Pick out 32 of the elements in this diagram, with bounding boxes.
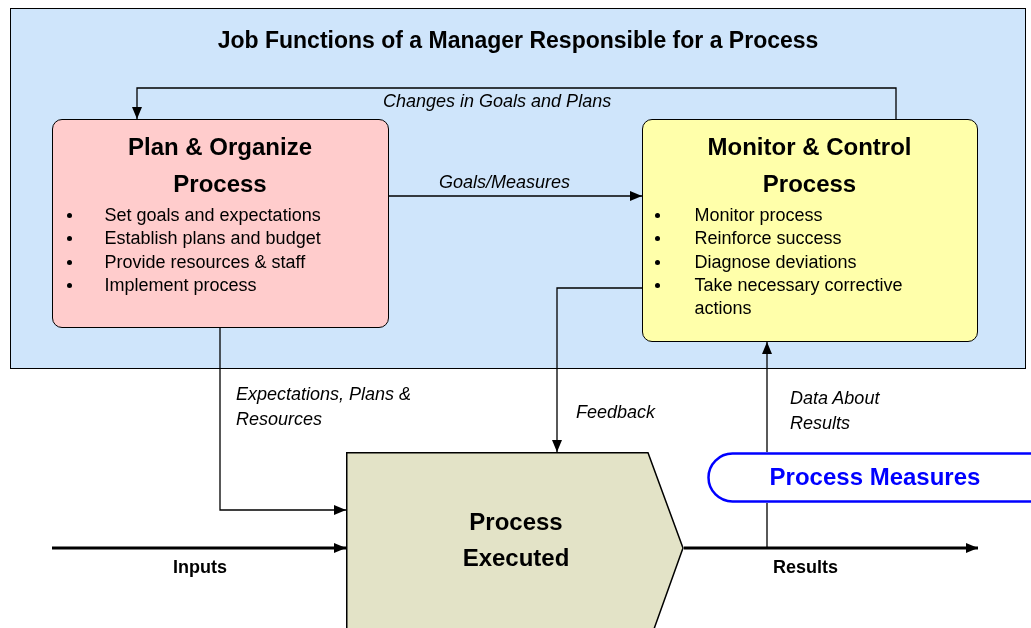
- measure-label: Process Measures: [768, 462, 982, 492]
- arrow: [552, 287, 643, 453]
- edge-label: Data About Results: [790, 387, 881, 435]
- panel-background: [10, 8, 1026, 369]
- arrow: [762, 341, 772, 453]
- bullet-text: Diagnose deviations: [694, 250, 858, 274]
- bullet-text: Monitor process: [694, 203, 824, 227]
- bullet-text: Reinforce success: [694, 227, 843, 250]
- process-shape: [346, 452, 684, 628]
- arrow: [219, 327, 347, 515]
- bullet-text: Set goals and expectations: [104, 203, 322, 227]
- process-label: Process Executed: [461, 507, 571, 573]
- box-heading: Monitor & Control Process: [706, 131, 913, 199]
- process-box: [641, 118, 978, 342]
- arrow: [388, 191, 643, 201]
- edge-label: Inputs: [173, 556, 227, 579]
- edge-label: Changes in Goals and Plans: [383, 90, 612, 113]
- edge-label: Goals/Measures: [439, 171, 571, 194]
- box-heading: Plan & Organize Process: [126, 131, 313, 199]
- panel-heading: Job Functions of a Manager Responsible for a Process: [216, 27, 820, 54]
- edge-label: Expectations, Plans & Resources: [236, 383, 413, 431]
- edge-label: Results: [773, 556, 839, 579]
- edge-label: Feedback: [576, 401, 656, 424]
- arrow: [52, 543, 346, 553]
- process-box: [51, 118, 389, 328]
- arrow: [684, 543, 978, 553]
- bullet-text: Provide resources & staff: [104, 250, 307, 274]
- bullet-text: Establish plans and budget: [104, 227, 322, 250]
- measure-pill: [707, 452, 1031, 503]
- bullet-text: Take necessary corrective actions: [694, 274, 904, 320]
- bullet-text: Implement process: [104, 274, 258, 297]
- arrow: [132, 87, 897, 120]
